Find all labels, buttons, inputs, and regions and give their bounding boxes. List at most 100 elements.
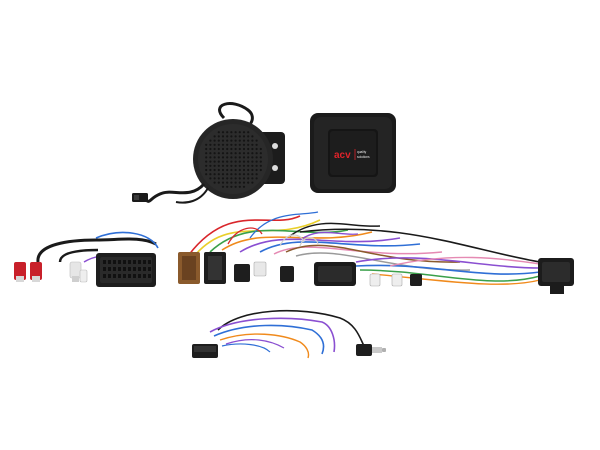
grille-hole bbox=[238, 168, 241, 172]
grille-hole bbox=[217, 135, 220, 138]
connector-pin bbox=[128, 260, 131, 264]
grille-hole bbox=[230, 147, 233, 151]
grille-hole bbox=[230, 152, 233, 155]
grille-hole bbox=[238, 152, 241, 155]
grille-hole bbox=[247, 181, 250, 184]
grille-hole bbox=[255, 139, 258, 142]
grille-hole bbox=[205, 164, 208, 167]
grille-hole bbox=[221, 168, 225, 172]
connector-pin bbox=[133, 267, 136, 271]
grille-hole bbox=[234, 152, 237, 155]
grille-hole bbox=[226, 164, 229, 167]
grille-hole bbox=[247, 143, 250, 146]
grille-hole bbox=[213, 135, 216, 138]
grille-hole bbox=[251, 143, 254, 146]
grille-hole bbox=[255, 173, 258, 176]
grille-hole bbox=[255, 168, 258, 172]
grille-hole bbox=[217, 147, 220, 151]
grille-hole bbox=[234, 173, 237, 176]
grille-hole bbox=[217, 164, 220, 167]
small-connector-icon bbox=[280, 266, 294, 282]
connector-pin bbox=[108, 260, 111, 264]
grille-hole bbox=[221, 139, 225, 142]
grille-hole bbox=[209, 156, 212, 159]
grille-hole bbox=[242, 173, 246, 176]
connector-pin bbox=[113, 274, 116, 278]
grille-hole bbox=[209, 152, 212, 155]
connector-pin bbox=[133, 260, 136, 264]
connector-pin bbox=[113, 260, 116, 264]
connector-pin bbox=[123, 274, 126, 278]
grille-hole bbox=[230, 173, 233, 176]
grille-hole bbox=[242, 139, 246, 142]
grille-hole bbox=[234, 185, 237, 188]
grille-hole bbox=[221, 181, 225, 184]
grille-hole bbox=[234, 139, 237, 142]
grille-hole bbox=[221, 164, 225, 167]
grille-hole bbox=[209, 177, 212, 180]
grille-hole bbox=[226, 156, 229, 159]
grille-hole bbox=[213, 181, 216, 184]
grille-hole bbox=[247, 168, 250, 172]
connector-pin bbox=[123, 260, 126, 264]
connector-pin bbox=[128, 274, 131, 278]
grille-hole bbox=[226, 135, 229, 138]
grille-hole bbox=[230, 168, 233, 172]
iso-connector-black-icon bbox=[204, 252, 226, 284]
plug-white-icon bbox=[79, 269, 88, 283]
grille-hole bbox=[242, 152, 246, 155]
grille-hole bbox=[205, 168, 208, 172]
grille-hole bbox=[213, 164, 216, 167]
grille-hole bbox=[247, 135, 250, 138]
grille-hole bbox=[238, 173, 241, 176]
grille-hole bbox=[242, 143, 246, 146]
grille-hole bbox=[234, 164, 237, 167]
grille-hole bbox=[230, 131, 233, 134]
grille-hole bbox=[251, 177, 254, 180]
brand-logo: acv bbox=[334, 150, 351, 161]
grille-hole bbox=[259, 156, 262, 159]
grille-hole bbox=[242, 185, 246, 188]
connector-pin bbox=[118, 274, 121, 278]
grille-hole bbox=[247, 139, 250, 142]
plug-black-icon bbox=[410, 274, 422, 286]
brand-tagline-line2: solutions bbox=[357, 155, 370, 159]
grille-hole bbox=[234, 156, 237, 159]
grille-hole bbox=[259, 152, 262, 155]
grille-hole bbox=[251, 164, 254, 167]
grille-hole bbox=[247, 156, 250, 159]
grille-hole bbox=[209, 168, 212, 172]
grille-hole bbox=[226, 152, 229, 155]
grille-hole bbox=[226, 168, 229, 172]
grille-hole bbox=[226, 143, 229, 146]
connector-pin bbox=[123, 267, 126, 271]
grille-hole bbox=[221, 173, 225, 176]
grille-hole bbox=[242, 177, 246, 180]
grille-hole bbox=[205, 152, 208, 155]
grille-hole bbox=[247, 164, 250, 167]
grille-hole bbox=[255, 160, 258, 163]
plug-white-icon bbox=[369, 273, 381, 287]
grille-hole bbox=[238, 156, 241, 159]
grille-hole bbox=[238, 160, 241, 163]
grille-hole bbox=[238, 131, 241, 134]
grille-hole bbox=[230, 181, 233, 184]
grille-hole bbox=[251, 168, 254, 172]
grille-hole bbox=[217, 173, 220, 176]
end-connector-icon bbox=[538, 258, 574, 294]
grille-hole bbox=[209, 160, 212, 163]
grille-hole bbox=[217, 168, 220, 172]
grille-hole bbox=[238, 164, 241, 167]
grille-hole bbox=[251, 152, 254, 155]
connector-pin bbox=[108, 274, 111, 278]
grille-hole bbox=[213, 160, 216, 163]
grille-hole bbox=[247, 152, 250, 155]
grille-hole bbox=[221, 160, 225, 163]
grille-hole bbox=[238, 185, 241, 188]
grille-hole bbox=[221, 177, 225, 180]
grille-hole bbox=[251, 181, 254, 184]
grille-hole bbox=[217, 143, 220, 146]
grille-hole bbox=[234, 131, 237, 134]
plug-white-icon bbox=[391, 273, 403, 287]
